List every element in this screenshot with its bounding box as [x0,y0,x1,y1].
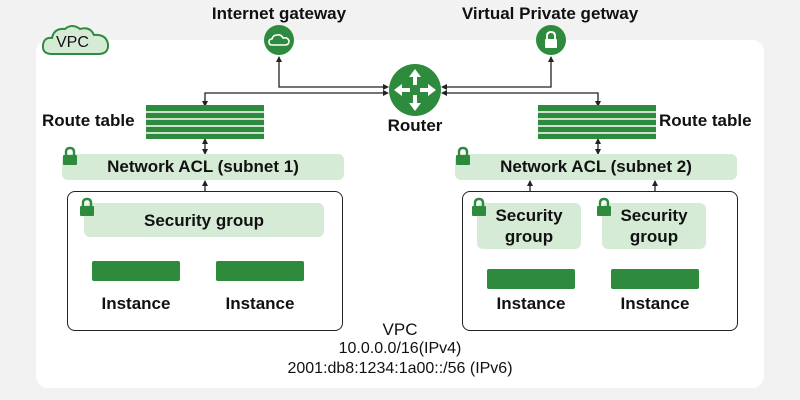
instance-bar [92,261,180,281]
instance-label: Instance [225,294,295,313]
network-acl-subnet-2: Network ACL (subnet 2) [455,154,737,180]
instance-label: Instance [101,294,171,313]
vpc-badge-label: VPC [56,34,89,51]
vpc-footer-title: VPC [382,320,418,339]
internet-gateway-label: Internet gateway [211,4,347,23]
cloud-icon [264,25,294,55]
instance-label: Instance [620,294,690,313]
lock-icon [472,197,486,216]
security-group-right-1: Security group [477,203,581,249]
instance-label: Instance [496,294,566,313]
security-group-left: Security group [84,203,324,237]
route-table-left-label: Route table [42,111,135,130]
lock-icon [80,197,94,216]
vpc-ipv6-cidr: 2001:db8:1234:1a00::/56 (IPv6) [287,360,513,377]
lock-icon [456,146,470,165]
vpc-ipv4-cidr: 10.0.0.0/16(IPv4) [338,340,462,357]
vpc-badge [41,25,110,55]
instance-bar [611,269,699,289]
route-table-left [146,105,264,139]
lock-icon [536,25,566,55]
security-group-right-2: Security group [602,203,706,249]
network-acl-subnet-1: Network ACL (subnet 1) [62,154,344,180]
route-table-right-label: Route table [659,111,752,130]
instance-bar [216,261,304,281]
router-icon [389,64,441,116]
lock-icon [597,197,611,216]
lock-icon [63,146,77,165]
virtual-private-gateway-label: Virtual Private getway [461,4,639,23]
router-label: Router [387,116,443,135]
route-table-right [538,105,656,139]
instance-bar [487,269,575,289]
